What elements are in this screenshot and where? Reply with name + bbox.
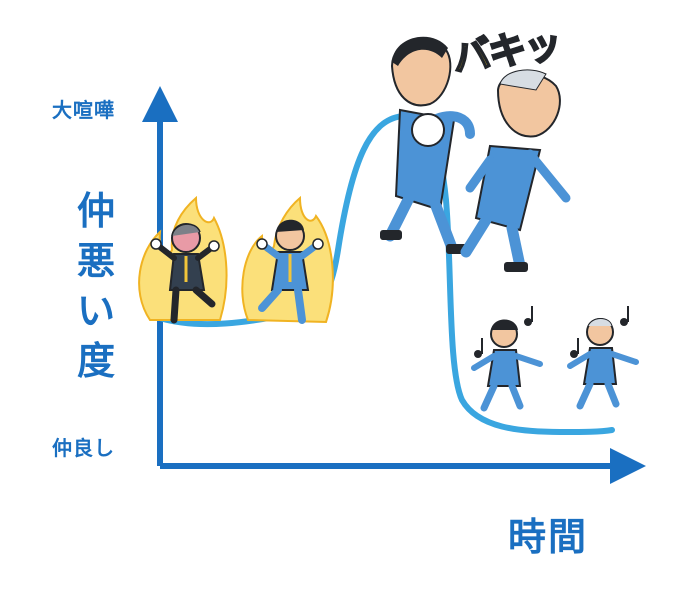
- y-axis-title-char: い: [76, 289, 115, 333]
- punched-man: [460, 69, 571, 272]
- y-axis-title-char: 仲: [76, 189, 115, 233]
- happy-man-left: [471, 319, 543, 412]
- x-axis-title: 時間: [508, 515, 589, 559]
- y-axis-bottom-label: 仲良し: [52, 436, 115, 460]
- angry-man-left: [150, 223, 220, 324]
- y-axis-title-char: 悪: [76, 239, 115, 283]
- angry-man-right: [256, 219, 324, 324]
- music-note-icon: [474, 306, 629, 358]
- y-axis-title-char: 度: [76, 339, 115, 383]
- relationship-curve: [157, 112, 615, 436]
- y-axis-top-label: 大喧嘩: [52, 98, 115, 122]
- happy-man-right: [567, 318, 639, 410]
- y-axis-title: 仲 悪 い 度: [74, 186, 118, 386]
- fist-icon: [411, 113, 445, 147]
